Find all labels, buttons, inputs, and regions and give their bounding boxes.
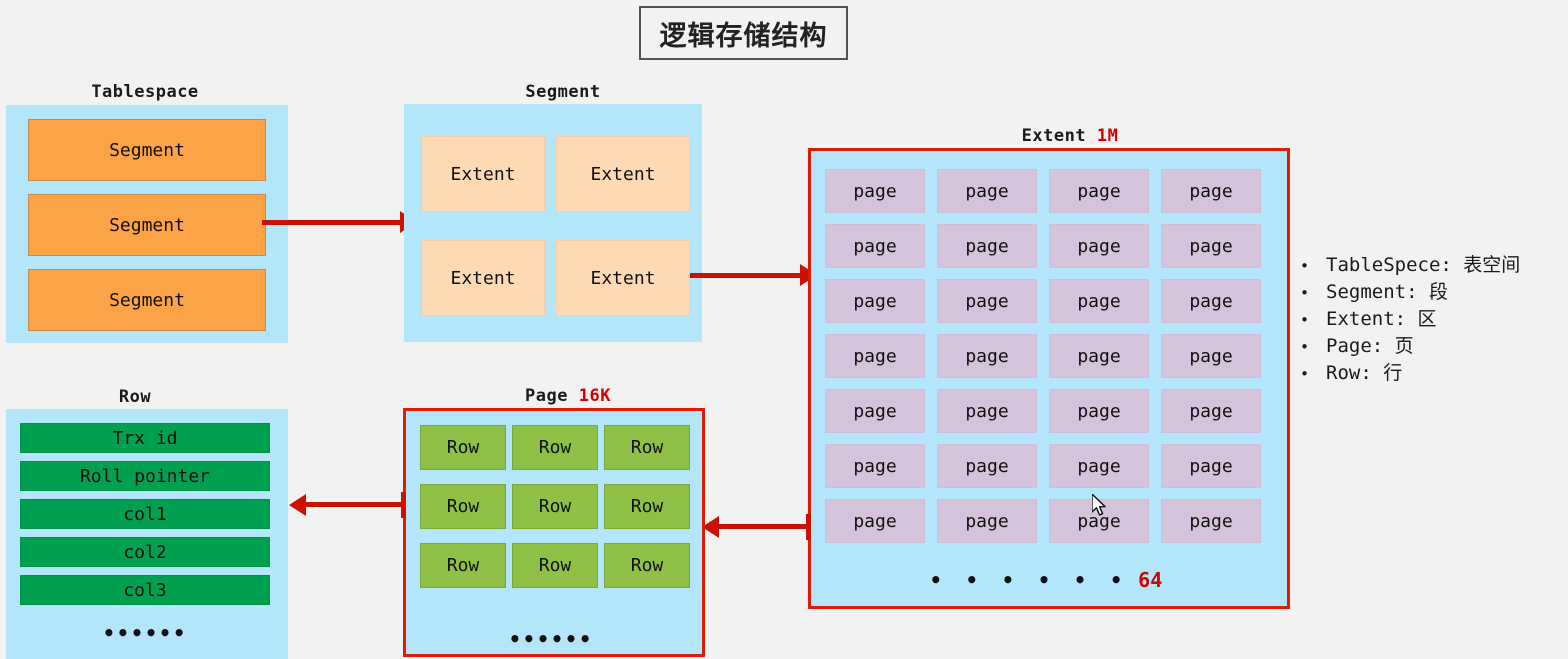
segment-extent-3[interactable]: Extent bbox=[556, 240, 690, 316]
page-row-7[interactable]: Row bbox=[512, 543, 598, 588]
extent-page-22[interactable]: page bbox=[1049, 444, 1149, 488]
extent-page-5[interactable]: page bbox=[937, 224, 1037, 268]
row-field-list: Trx id Roll pointer col1 col2 col3 bbox=[20, 423, 274, 605]
extent-caption-label: Extent bbox=[1021, 126, 1087, 146]
legend-bullet-icon: • bbox=[1300, 338, 1310, 356]
tablespace-container: Segment Segment Segment bbox=[6, 105, 288, 343]
extent-page-18[interactable]: page bbox=[1049, 389, 1149, 433]
legend-list: • TableSpece: 表空间 • Segment: 段 • Extent: 区 • Pa… bbox=[1300, 250, 1520, 385]
page-row-0[interactable]: Row bbox=[420, 425, 506, 470]
legend-bullet-icon: • bbox=[1300, 311, 1310, 329]
extent-page-14[interactable]: page bbox=[1049, 334, 1149, 378]
arrow-head bbox=[702, 516, 719, 538]
extent-page-8[interactable]: page bbox=[825, 279, 925, 323]
extent-page-grid: page page page page page page page page page page… bbox=[825, 169, 1269, 554]
legend-bullet-icon: • bbox=[1300, 284, 1310, 302]
extent-ellipsis-row: • • • • • • 64 bbox=[811, 566, 1281, 594]
tablespace-segment-0[interactable]: Segment bbox=[28, 119, 266, 181]
page-row-2[interactable]: Row bbox=[604, 425, 690, 470]
page-row-4[interactable]: Row bbox=[512, 484, 598, 529]
row-field-2[interactable]: col1 bbox=[20, 499, 270, 529]
page-row-1[interactable]: Row bbox=[512, 425, 598, 470]
segment-extent-2[interactable]: Extent bbox=[421, 240, 545, 316]
legend-item-2: • Extent: 区 bbox=[1300, 304, 1520, 331]
page-row-8[interactable]: Row bbox=[604, 543, 690, 588]
extent-page-11[interactable]: page bbox=[1161, 279, 1261, 323]
segment-caption: Segment bbox=[525, 82, 601, 102]
segment-container: Extent Extent Extent Extent bbox=[404, 104, 702, 342]
arrow-shaft bbox=[718, 524, 808, 529]
extent-size-label: 1M bbox=[1096, 126, 1119, 146]
extent-page-21[interactable]: page bbox=[937, 444, 1037, 488]
extent-page-24[interactable]: page bbox=[825, 499, 925, 543]
extent-page-17[interactable]: page bbox=[937, 389, 1037, 433]
legend-item-label: Segment: 段 bbox=[1326, 281, 1448, 303]
mouse-cursor-icon bbox=[1092, 494, 1106, 516]
legend-item-0: • TableSpece: 表空间 bbox=[1300, 250, 1520, 277]
legend-bullet-icon: • bbox=[1300, 257, 1310, 275]
page-ellipsis: •••••• bbox=[508, 627, 594, 651]
extent-container: page page page page page page page page page page… bbox=[808, 148, 1290, 609]
extent-page-13[interactable]: page bbox=[937, 334, 1037, 378]
legend-item-label: TableSpece: 表空间 bbox=[1326, 254, 1521, 276]
segment-extent-1[interactable]: Extent bbox=[556, 136, 690, 212]
extent-page-16[interactable]: page bbox=[825, 389, 925, 433]
extent-caption: Extent 1M bbox=[985, 126, 1155, 146]
extent-page-23[interactable]: page bbox=[1161, 444, 1261, 488]
extent-page-20[interactable]: page bbox=[825, 444, 925, 488]
arrow-head bbox=[289, 494, 306, 516]
row-ellipsis: •••••• bbox=[102, 621, 188, 645]
page-size-label: 16K bbox=[578, 386, 611, 406]
row-field-3[interactable]: col2 bbox=[20, 537, 270, 567]
legend-item-4: • Row: 行 bbox=[1300, 358, 1520, 385]
row-container: Trx id Roll pointer col1 col2 col3 •••••• bbox=[6, 409, 288, 659]
extent-page-1[interactable]: page bbox=[937, 169, 1037, 213]
page-caption: Page 16K bbox=[478, 386, 658, 406]
diagram-title-box: 逻辑存储结构 bbox=[639, 6, 848, 60]
extent-page-3[interactable]: page bbox=[1161, 169, 1261, 213]
arrow-tail bbox=[401, 492, 406, 518]
row-field-1[interactable]: Roll pointer bbox=[20, 461, 270, 491]
extent-page-4[interactable]: page bbox=[825, 224, 925, 268]
segment-extent-0[interactable]: Extent bbox=[421, 136, 545, 212]
extent-page-2[interactable]: page bbox=[1049, 169, 1149, 213]
page-row-3[interactable]: Row bbox=[420, 484, 506, 529]
arrow-shaft bbox=[690, 273, 802, 278]
legend-item-label: Row: 行 bbox=[1326, 362, 1403, 384]
tablespace-segment-2[interactable]: Segment bbox=[28, 269, 266, 331]
arrow-shaft bbox=[305, 502, 403, 507]
tablespace-segment-1[interactable]: Segment bbox=[28, 194, 266, 256]
arrow-tail bbox=[806, 514, 811, 540]
legend-item-3: • Page: 页 bbox=[1300, 331, 1520, 358]
extent-page-19[interactable]: page bbox=[1161, 389, 1261, 433]
row-field-0[interactable]: Trx id bbox=[20, 423, 270, 453]
legend-item-label: Extent: 区 bbox=[1326, 308, 1437, 330]
extent-page-10[interactable]: page bbox=[1049, 279, 1149, 323]
extent-page-6[interactable]: page bbox=[1049, 224, 1149, 268]
legend-item-1: • Segment: 段 bbox=[1300, 277, 1520, 304]
legend-bullet-icon: • bbox=[1300, 365, 1310, 383]
page-caption-label: Page bbox=[525, 386, 568, 406]
tablespace-caption: Tablespace bbox=[91, 82, 199, 102]
extent-page-27[interactable]: page bbox=[1161, 499, 1261, 543]
legend-item-label: Page: 页 bbox=[1326, 335, 1414, 357]
extent-page-7[interactable]: page bbox=[1161, 224, 1261, 268]
row-caption: Row bbox=[118, 387, 152, 407]
extent-page-25[interactable]: page bbox=[937, 499, 1037, 543]
extent-page-12[interactable]: page bbox=[825, 334, 925, 378]
page-row-6[interactable]: Row bbox=[420, 543, 506, 588]
row-field-4[interactable]: col3 bbox=[20, 575, 270, 605]
extent-page-0[interactable]: page bbox=[825, 169, 925, 213]
extent-ellipsis: • • • • • • bbox=[929, 568, 1129, 592]
arrow-shaft bbox=[262, 220, 402, 225]
extent-page-9[interactable]: page bbox=[937, 279, 1037, 323]
page-row-5[interactable]: Row bbox=[604, 484, 690, 529]
page-title: 逻辑存储结构 bbox=[659, 20, 828, 52]
extent-page-count: 64 bbox=[1138, 568, 1163, 592]
extent-page-15[interactable]: page bbox=[1161, 334, 1261, 378]
